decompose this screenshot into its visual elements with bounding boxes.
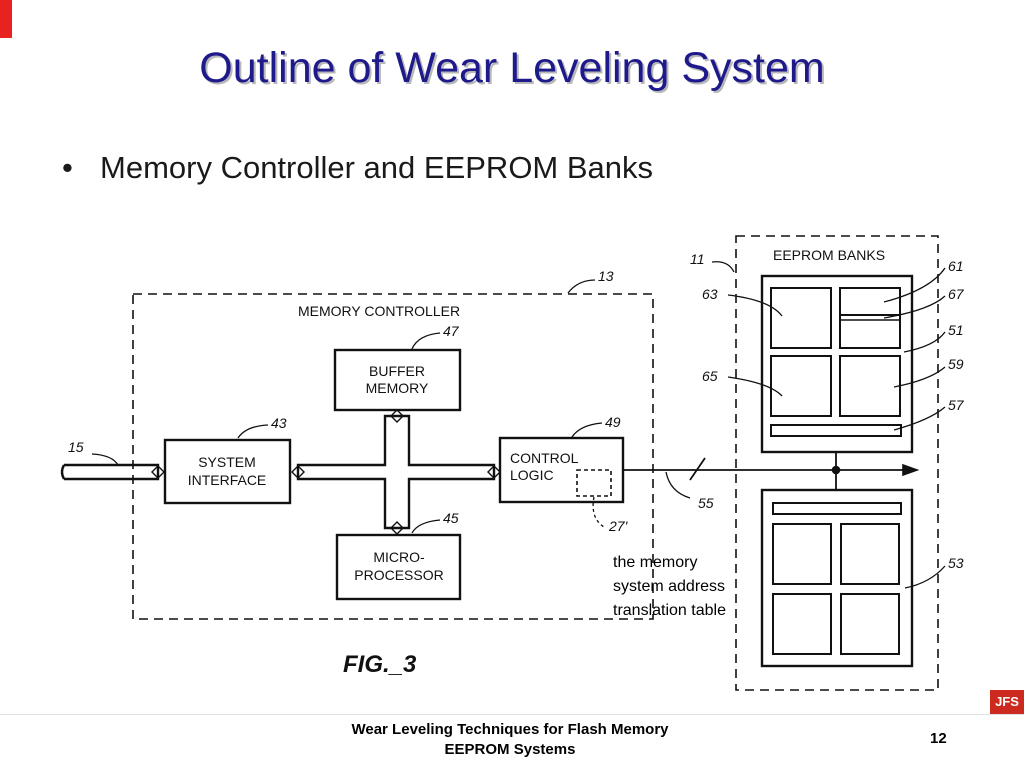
ref-65: 65: [702, 368, 718, 384]
translation-table-block: [576, 469, 612, 497]
ref-53: 53: [948, 555, 964, 571]
leader-27: [592, 496, 605, 528]
bullet-item: • Memory Controller and EEPROM Banks: [62, 150, 653, 186]
bus-cross: [296, 414, 496, 530]
ref-61: 61: [948, 258, 964, 274]
strip-53-top: [772, 502, 902, 515]
bus-connector-top: [390, 409, 404, 423]
bus-junction: [831, 465, 841, 475]
buffer-memory-label-2: MEMORY: [366, 380, 429, 396]
block-53-b: [840, 523, 900, 585]
leader-11: [711, 261, 735, 273]
ref-45: 45: [443, 510, 459, 526]
control-bus-slash: [689, 457, 706, 481]
figure-label: FIG._3: [343, 651, 417, 678]
footer-divider: [0, 714, 1024, 715]
leader-49: [571, 422, 603, 438]
eeprom-banks-boundary: [735, 235, 939, 691]
leader-61: [883, 267, 946, 303]
leader-45: [411, 519, 441, 534]
bus-connector-left: [291, 465, 305, 479]
bus-connector-bottom: [390, 521, 404, 535]
ref-51: 51: [948, 322, 964, 338]
ref-59: 59: [948, 356, 964, 372]
leader-65: [727, 376, 783, 397]
footer-title-line: EEPROM Systems: [444, 741, 576, 758]
eeprom-banks-label: EEPROM BANKS: [773, 247, 885, 263]
system-interface-label-2: INTERFACE: [188, 472, 267, 488]
block-59: [839, 355, 901, 417]
ref-67: 67: [948, 286, 965, 302]
block-61: [839, 287, 901, 349]
leader-57: [893, 406, 946, 431]
external-bus-15: [60, 463, 160, 481]
block-53-c: [772, 593, 832, 655]
memory-controller-boundary: [132, 293, 654, 620]
leader-55: [665, 471, 691, 499]
ref-55: 55: [698, 495, 714, 511]
footer-title-line: Wear Leveling Techniques for Flash Memor…: [351, 721, 669, 738]
leader-53: [904, 565, 946, 589]
corner-accent-bar: [0, 0, 12, 38]
block-65: [770, 355, 832, 417]
ref-13: 13: [598, 268, 614, 284]
translation-table-annotation: the memory system address translation ta…: [613, 551, 726, 623]
microprocessor-label-1: MICRO-: [373, 549, 425, 565]
bullet-text: Memory Controller and EEPROM Banks: [100, 150, 654, 185]
microprocessor-label-2: PROCESSOR: [354, 567, 443, 583]
bullet-dot: •: [62, 150, 73, 185]
bus-connector-right: [487, 465, 501, 479]
ref-43: 43: [271, 415, 287, 431]
block-53-d: [840, 593, 900, 655]
annotation-line: system address: [613, 578, 726, 595]
ref-57: 57: [948, 397, 965, 413]
leader-13: [567, 279, 596, 294]
ref-63: 63: [702, 286, 718, 302]
system-interface-block: [163, 438, 292, 505]
ref-47: 47: [443, 323, 460, 339]
leader-59: [893, 366, 946, 388]
ref-49: 49: [605, 414, 621, 430]
ref-11: 11: [690, 251, 705, 267]
page-number: 12: [930, 730, 947, 747]
strip-57: [770, 424, 902, 437]
buffer-memory-label-1: BUFFER: [369, 363, 425, 379]
leader-67: [883, 295, 946, 319]
ref-15: 15: [68, 439, 84, 455]
memory-controller-label: MEMORY CONTROLLER: [298, 303, 460, 319]
eeprom-bank-51: [760, 274, 914, 454]
control-logic-label-1: CONTROL: [510, 450, 579, 466]
leader-63: [727, 294, 783, 317]
block-53-a: [772, 523, 832, 585]
footer-title: Wear Leveling Techniques for Flash Memor…: [290, 720, 730, 760]
memory-controller-diagram: MEMORY CONTROLLER EEPROM BANKS BUFFER ME…: [60, 235, 965, 691]
eeprom-bank-53: [760, 488, 914, 668]
footer-logo-badge: JFS: [990, 690, 1024, 714]
control-logic-label-2: LOGIC: [510, 467, 554, 483]
annotation-line: translation table: [613, 602, 726, 619]
microprocessor-block: [335, 533, 462, 601]
leader-43: [237, 424, 269, 439]
slide-title: Outline of Wear Leveling System: [199, 44, 825, 92]
annotation-line: the memory: [613, 554, 698, 571]
ref-27: 27': [608, 518, 629, 534]
system-interface-label-1: SYSTEM: [198, 454, 256, 470]
leader-47: [411, 332, 441, 350]
block-63: [770, 287, 832, 349]
control-bus-arrowhead: [902, 463, 920, 477]
bus-connector-system: [151, 465, 165, 479]
leader-51: [903, 331, 946, 353]
leader-15: [91, 453, 119, 466]
